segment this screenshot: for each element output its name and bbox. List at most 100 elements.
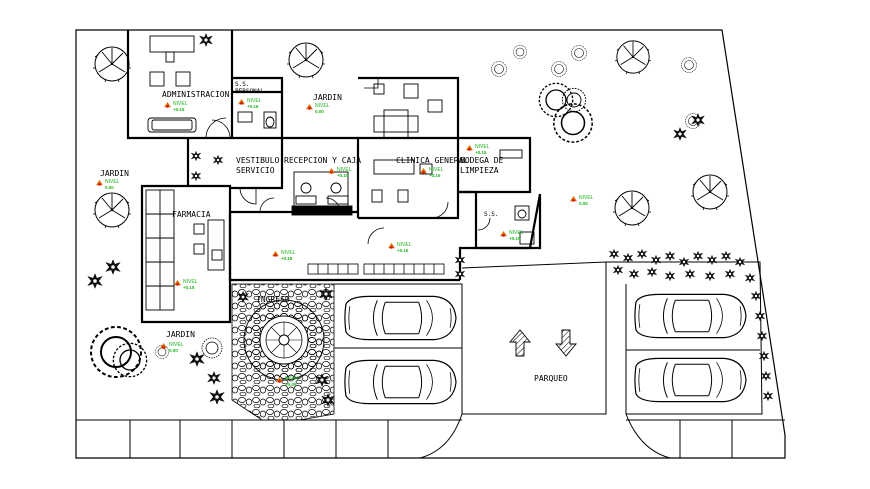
level-ss-small: NIVEL+0.15 [500, 230, 524, 241]
shrub-icon [199, 33, 213, 47]
svg-text:NIVEL: NIVEL [285, 376, 300, 382]
label-ss-personal: S.S. [235, 81, 249, 88]
level-recepcion: NIVEL+0.15 [328, 167, 352, 178]
svg-text:NIVEL: NIVEL [509, 230, 524, 236]
site-boundary [75, 29, 786, 459]
level-vestibulo: NIVEL+0.15 [272, 250, 296, 261]
svg-text:0.00: 0.00 [169, 348, 178, 353]
label-ss-small: S.S. [484, 211, 498, 218]
svg-text:NIVEL: NIVEL [429, 167, 444, 173]
svg-text:+0.15: +0.15 [247, 104, 259, 109]
svg-text:0.00: 0.00 [105, 185, 114, 190]
car-icon [344, 359, 457, 405]
svg-text:0.00: 0.00 [315, 109, 324, 114]
svg-text:NIVEL: NIVEL [183, 279, 198, 285]
svg-text:+0.15: +0.15 [429, 173, 441, 178]
svg-text:NIVEL: NIVEL [105, 179, 120, 185]
svg-text:+0.15: +0.15 [397, 248, 409, 253]
svg-text:+0.15: +0.15 [509, 236, 521, 241]
level-bodega: NIVEL+0.15 [466, 144, 490, 155]
ss-small-fixtures [499, 149, 535, 245]
label-vestibulo: VESTIBULO [236, 156, 280, 165]
level-ingreso: NIVEL+0.05 [276, 376, 300, 387]
tree-symbol-icon [681, 57, 697, 73]
level-hall: NIVEL+0.15 [388, 242, 412, 253]
svg-text:+0.15: +0.15 [183, 285, 195, 290]
svg-text:NIVEL: NIVEL [579, 195, 594, 201]
tree-symbol-icon [551, 61, 567, 77]
label-jardin-left: JARDIN [100, 169, 129, 178]
ss-personal-fixtures [237, 111, 277, 129]
shrub-icon [207, 371, 221, 385]
shrub-icon [105, 259, 121, 275]
tree-symbol-icon [201, 337, 223, 359]
svg-text:NIVEL: NIVEL [281, 250, 296, 256]
label-parqueo: PARQUEO [534, 374, 568, 383]
svg-text:NIVEL: NIVEL [169, 342, 184, 348]
building-walls [126, 30, 542, 324]
svg-text:+0.05: +0.05 [285, 382, 297, 387]
car-icon [344, 295, 457, 341]
level-admin: NIVEL+0.15 [164, 101, 188, 112]
label-recepcion: RECEPCION Y CAJA [284, 156, 361, 165]
svg-text:+0.15: +0.15 [337, 173, 349, 178]
shrub-icon [691, 113, 705, 127]
svg-text:+0.15: +0.15 [173, 107, 185, 112]
svg-text:NIVEL: NIVEL [397, 242, 412, 248]
label-ingreso: INGRESO [256, 295, 290, 304]
level-farmacia: NIVEL+0.15 [174, 279, 198, 290]
car-icon [634, 357, 747, 403]
car-icon [634, 293, 747, 339]
recepcion-furniture [291, 171, 353, 216]
tree-symbol-icon [612, 190, 652, 227]
tree-symbol-icon [491, 61, 507, 77]
shrub-icon [212, 154, 224, 166]
farmacia-shelves [145, 189, 225, 311]
tree-symbol-icon [92, 46, 132, 83]
label-jardin-top: JARDIN [313, 93, 342, 102]
shrub-icon [209, 389, 225, 405]
ingreso-plaza [231, 283, 335, 421]
svg-text:NIVEL: NIVEL [315, 103, 330, 109]
shrub-icon [190, 170, 202, 182]
svg-text:NIVEL: NIVEL [173, 101, 188, 107]
tree-symbol-icon [286, 42, 326, 79]
shrub-icon [673, 127, 687, 141]
label-ss-personal-2: PERSONAL [235, 88, 264, 95]
svg-text:0.00: 0.00 [579, 201, 588, 206]
admin-furniture [147, 35, 197, 133]
label-farmacia: FARMACIA [172, 210, 211, 219]
shrub-icon [190, 150, 202, 162]
svg-text:+0.15: +0.15 [475, 150, 487, 155]
traffic-arrow-icon [509, 329, 577, 357]
shrub-icon [87, 273, 103, 289]
room-labels: ADMINISTRACION S.S. PERSONAL JARDIN VEST… [100, 81, 568, 383]
label-administracion: ADMINISTRACION [162, 90, 230, 99]
tree-symbol-icon [538, 82, 574, 118]
svg-text:NIVEL: NIVEL [337, 167, 352, 173]
svg-text:+0.15: +0.15 [281, 256, 293, 261]
clinica-furniture [371, 83, 443, 203]
label-servicio: SERVICIO [236, 166, 275, 175]
tree-symbol-icon [614, 40, 652, 75]
tree-symbol-icon [513, 45, 527, 59]
tree-symbol-icon [690, 174, 730, 211]
tree-symbol-icon [571, 45, 587, 61]
label-bodega: BODEGA DE [460, 156, 504, 165]
shrub-icon [189, 351, 205, 367]
waiting-chairs [307, 263, 445, 275]
label-clinica: CLINICA GENERAL [396, 156, 468, 165]
label-bodega-2: LIMPIEZA [460, 166, 499, 175]
level-ss: NIVEL+0.15 [238, 98, 262, 109]
svg-text:NIVEL: NIVEL [475, 144, 490, 150]
tree-symbol-icon [92, 192, 132, 229]
label-jardin-bottom: JARDIN [166, 330, 195, 339]
svg-text:NIVEL: NIVEL [247, 98, 262, 104]
level-clinica: NIVEL+0.15 [420, 167, 444, 178]
